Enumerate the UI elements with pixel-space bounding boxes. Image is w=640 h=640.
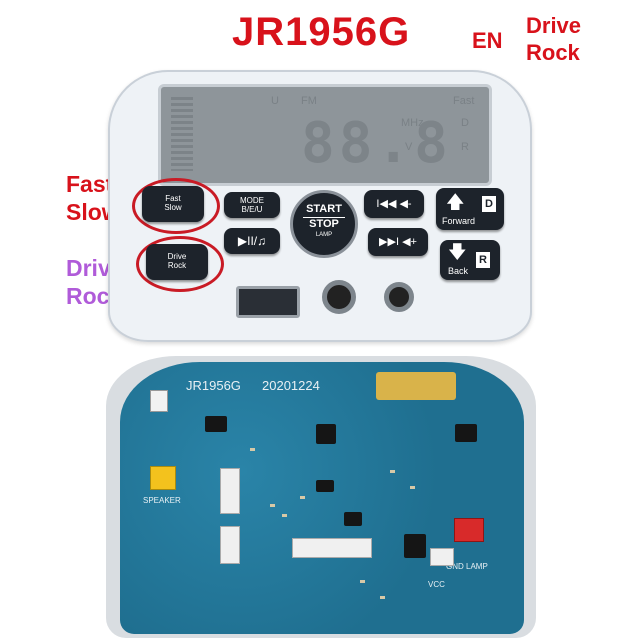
mode-button-line2: B/E/U <box>241 205 263 214</box>
volume-bars-icon <box>171 97 193 171</box>
drive-rock-highlight-ring <box>136 236 224 292</box>
forward-button[interactable]: 🡅 D Forward <box>436 188 504 230</box>
forward-label: Forward <box>442 216 476 226</box>
speed-button-line2: Slow <box>164 203 182 212</box>
usb-port[interactable] <box>236 286 300 318</box>
speaker-connector <box>150 466 176 490</box>
product-model-title: JR1956G <box>232 10 411 54</box>
lcd-mhz: MHz <box>401 117 424 129</box>
ic-chip <box>316 480 334 492</box>
speaker-label: SPEAKER <box>143 496 181 505</box>
back-label: Back <box>448 266 469 276</box>
lcd-digits: 88.8 <box>301 111 452 176</box>
back-button[interactable]: 🡇 R Back <box>440 240 500 280</box>
mode-label-drive: Drive <box>526 13 582 38</box>
ic-chip <box>404 534 426 558</box>
mode-button-line1: MODE <box>240 196 264 205</box>
previous-button[interactable]: I◀◀ ◀- <box>364 190 424 218</box>
lamp-connector <box>454 518 484 542</box>
speed-button[interactable]: Fast Slow <box>142 186 204 222</box>
charge-jack[interactable] <box>322 280 356 314</box>
mode-button[interactable]: MODE B/E/U <box>224 192 280 218</box>
language-label: EN <box>472 28 503 53</box>
smd-component <box>282 514 287 517</box>
play-pause-button[interactable]: ▶II/♫ <box>224 228 280 254</box>
lcd-d: D <box>461 117 469 129</box>
wire-connector <box>220 468 240 514</box>
lcd-fast: Fast <box>453 95 475 107</box>
vcc-label: VCC <box>428 580 445 589</box>
smd-component <box>390 470 395 473</box>
start-stop-button[interactable]: START STOP LAMP <box>290 190 358 258</box>
ic-chip <box>455 424 477 442</box>
next-button[interactable]: ▶▶I ◀+ <box>368 228 428 256</box>
arrow-up-icon: 🡅 <box>446 192 465 212</box>
wire-connector <box>430 548 454 566</box>
ic-chip <box>344 512 362 526</box>
smd-component <box>250 448 255 451</box>
drive-rock-line1: Drive <box>167 252 187 261</box>
arrow-down-icon: 🡇 <box>448 242 467 262</box>
lamp-label: LAMP <box>315 232 333 238</box>
bluetooth-antenna <box>376 372 456 400</box>
drive-rock-line2: Rock <box>167 261 187 270</box>
ic-chip <box>205 416 227 432</box>
back-key-r: R <box>476 252 490 268</box>
gnd-lamp-label: GND LAMP <box>446 562 488 571</box>
board-date-text: 20201224 <box>262 378 320 393</box>
wire-connector <box>220 526 240 564</box>
speed-button-line1: Fast <box>165 194 181 203</box>
mode-label-rock: Rock <box>526 40 580 65</box>
ic-chip <box>316 424 336 444</box>
circuit-board <box>120 362 524 634</box>
lcd-r: R <box>461 141 469 153</box>
mic-jack[interactable] <box>384 282 414 312</box>
stop-label: STOP <box>303 217 345 230</box>
screw-terminal <box>150 390 168 412</box>
lcd-display: U FM Fast MHz V D R 88.8 <box>158 84 492 186</box>
lcd-fm: FM <box>301 95 317 107</box>
lcd-v: V <box>405 141 413 153</box>
mode-labels: Drive Rock <box>526 12 581 66</box>
start-label: START <box>306 203 342 215</box>
board-model-text: JR1956G <box>186 378 241 393</box>
forward-key-d: D <box>482 196 496 212</box>
smd-component <box>410 486 415 489</box>
lcd-u: U <box>271 95 279 107</box>
smd-component <box>300 496 305 499</box>
fast-label: Fast <box>66 171 114 197</box>
speed-highlight-ring <box>132 178 220 234</box>
wire-connector <box>292 538 372 558</box>
smd-component <box>360 580 365 583</box>
smd-component <box>270 504 275 507</box>
drive-rock-button[interactable]: Drive Rock <box>146 244 208 280</box>
smd-component <box>380 596 385 599</box>
